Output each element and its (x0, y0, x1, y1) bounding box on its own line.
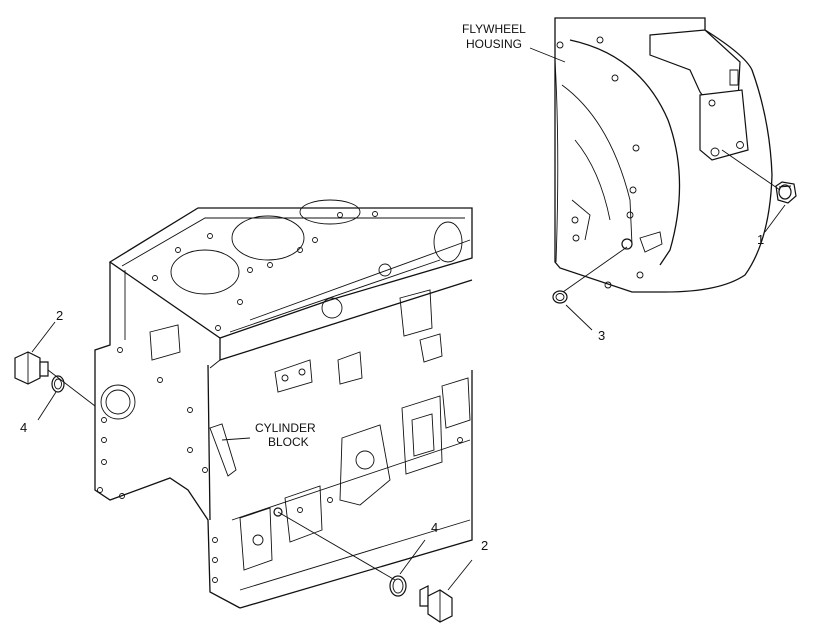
plug-2-left-part (14, 351, 49, 385)
leader-plug-2-left (31, 321, 56, 353)
callout-3: 3 (598, 328, 605, 343)
callout-2-bottom: 2 (481, 538, 488, 553)
alignment-left (47, 369, 96, 407)
cylinder-block-label-line2: BLOCK (268, 435, 309, 449)
leader-seal-3 (565, 304, 593, 331)
callout-1: 1 (757, 232, 764, 247)
alignment-plug-1 (721, 149, 781, 191)
alignment-seal-3 (562, 246, 628, 293)
alignment-bottom (277, 511, 396, 581)
flywheel-housing-drawing (554, 17, 773, 293)
seal-3-part (552, 290, 568, 304)
leader-plug-1 (764, 204, 786, 233)
leader-flywheel-label (529, 47, 566, 63)
cylinder-block-label-line1: CYLINDER (255, 421, 316, 435)
plug-2-bottom-part (419, 585, 453, 623)
seal-4-left-part (51, 375, 65, 393)
seal-4-bottom-part (389, 575, 407, 597)
callout-4-left: 4 (20, 420, 27, 435)
callout-2-left: 2 (56, 308, 63, 323)
leader-lines (31, 47, 786, 591)
leader-plug-2-bottom (447, 559, 473, 591)
cylinder-block-drawing (94, 199, 473, 609)
leader-seal-4-bottom (399, 539, 426, 575)
flywheel-housing-label-line1: FLYWHEEL (462, 22, 526, 36)
leader-seal-4-left (37, 391, 57, 421)
flywheel-housing-label-line2: HOUSING (466, 37, 522, 51)
callout-4-bottom: 4 (431, 520, 438, 535)
leader-cylinder-label (221, 437, 251, 441)
plug-1-part (775, 181, 797, 204)
